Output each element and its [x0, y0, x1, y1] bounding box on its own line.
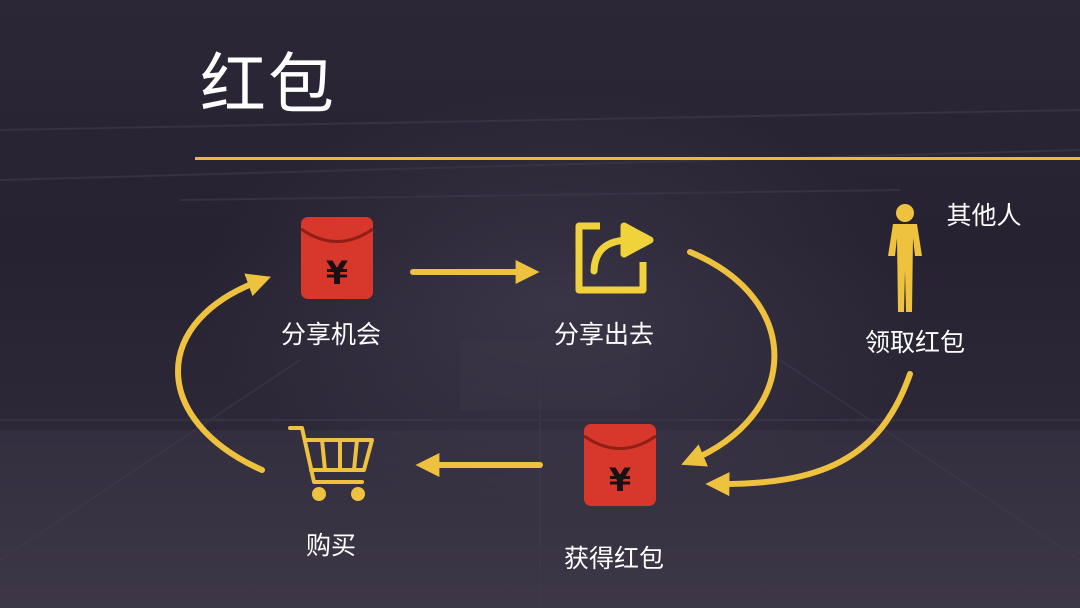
node-label-get-envelope: 获得红包 [563, 544, 665, 573]
title-underline [195, 157, 1080, 160]
red-envelope-icon: ¥ [583, 424, 657, 506]
shopping-cart-icon [288, 426, 374, 501]
slide-title: 红包 [200, 46, 336, 123]
share-icon [575, 222, 654, 294]
node-label-share-out: 分享出去 [553, 320, 655, 349]
node-label-purchase: 购买 [305, 531, 357, 560]
arrow-share-out-to-get-envelope [681, 249, 778, 467]
person-icon [888, 204, 922, 312]
svg-text:¥: ¥ [326, 254, 348, 292]
node-label-share-chance: 分享机会 [280, 320, 382, 349]
node-label-claim: 领取红包 [864, 328, 966, 357]
svg-text:¥: ¥ [609, 461, 631, 499]
red-envelope-icon: ¥ [300, 217, 374, 299]
node-label-others: 其他人 [946, 201, 1022, 230]
arrow-purchase-to-share-chance [175, 273, 272, 473]
arrow-claim-to-get-envelope [705, 371, 913, 497]
